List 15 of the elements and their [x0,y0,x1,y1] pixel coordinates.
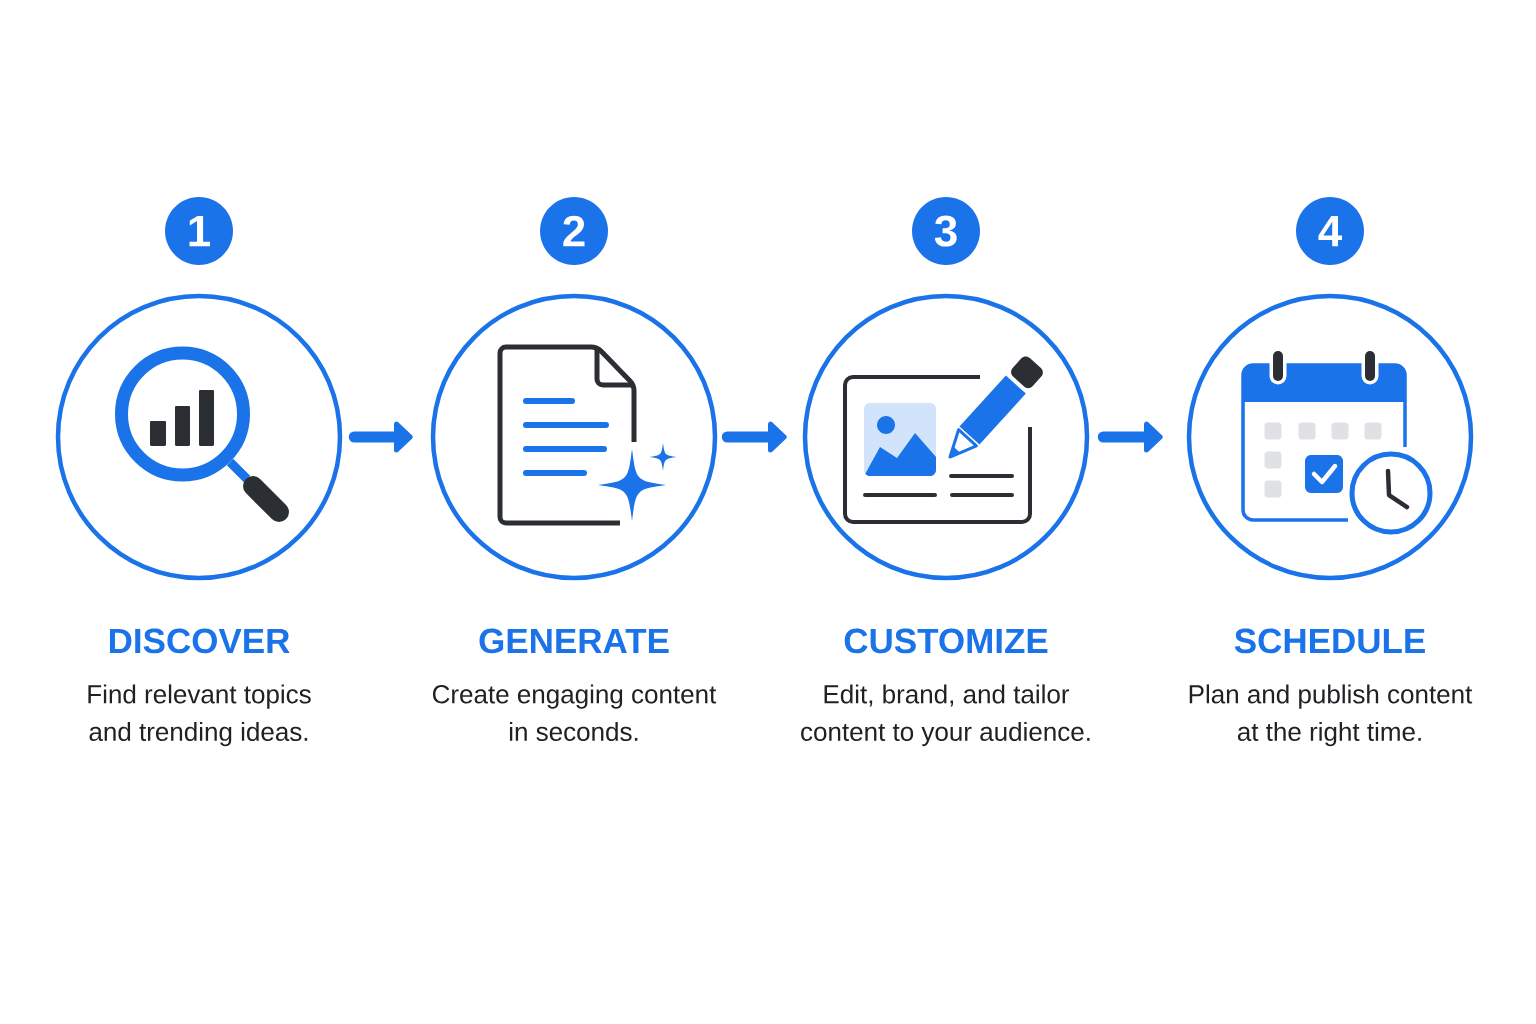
step-description: Plan and publish content at the right time. [1189,684,1473,747]
step-description: Create engaging content in seconds. [432,684,717,741]
arrow [721,421,787,453]
step-title: CUSTOMIZE [844,628,1048,654]
number-badge: 3 [912,197,980,265]
number-badge: 1 [165,197,233,265]
number-badge: 4 [1296,197,1364,265]
number-badge: 2 [540,197,608,265]
step-title: GENERATE [479,628,669,654]
step-title: SCHEDULE [1234,628,1425,654]
arrow [348,421,413,453]
step-title: DISCOVER [109,628,290,654]
arrow [1097,421,1163,453]
step-description: Edit, brand, and tailor content to your audience. [801,684,1090,747]
step-description: Find relevant topics and trending ideas. [88,684,311,747]
